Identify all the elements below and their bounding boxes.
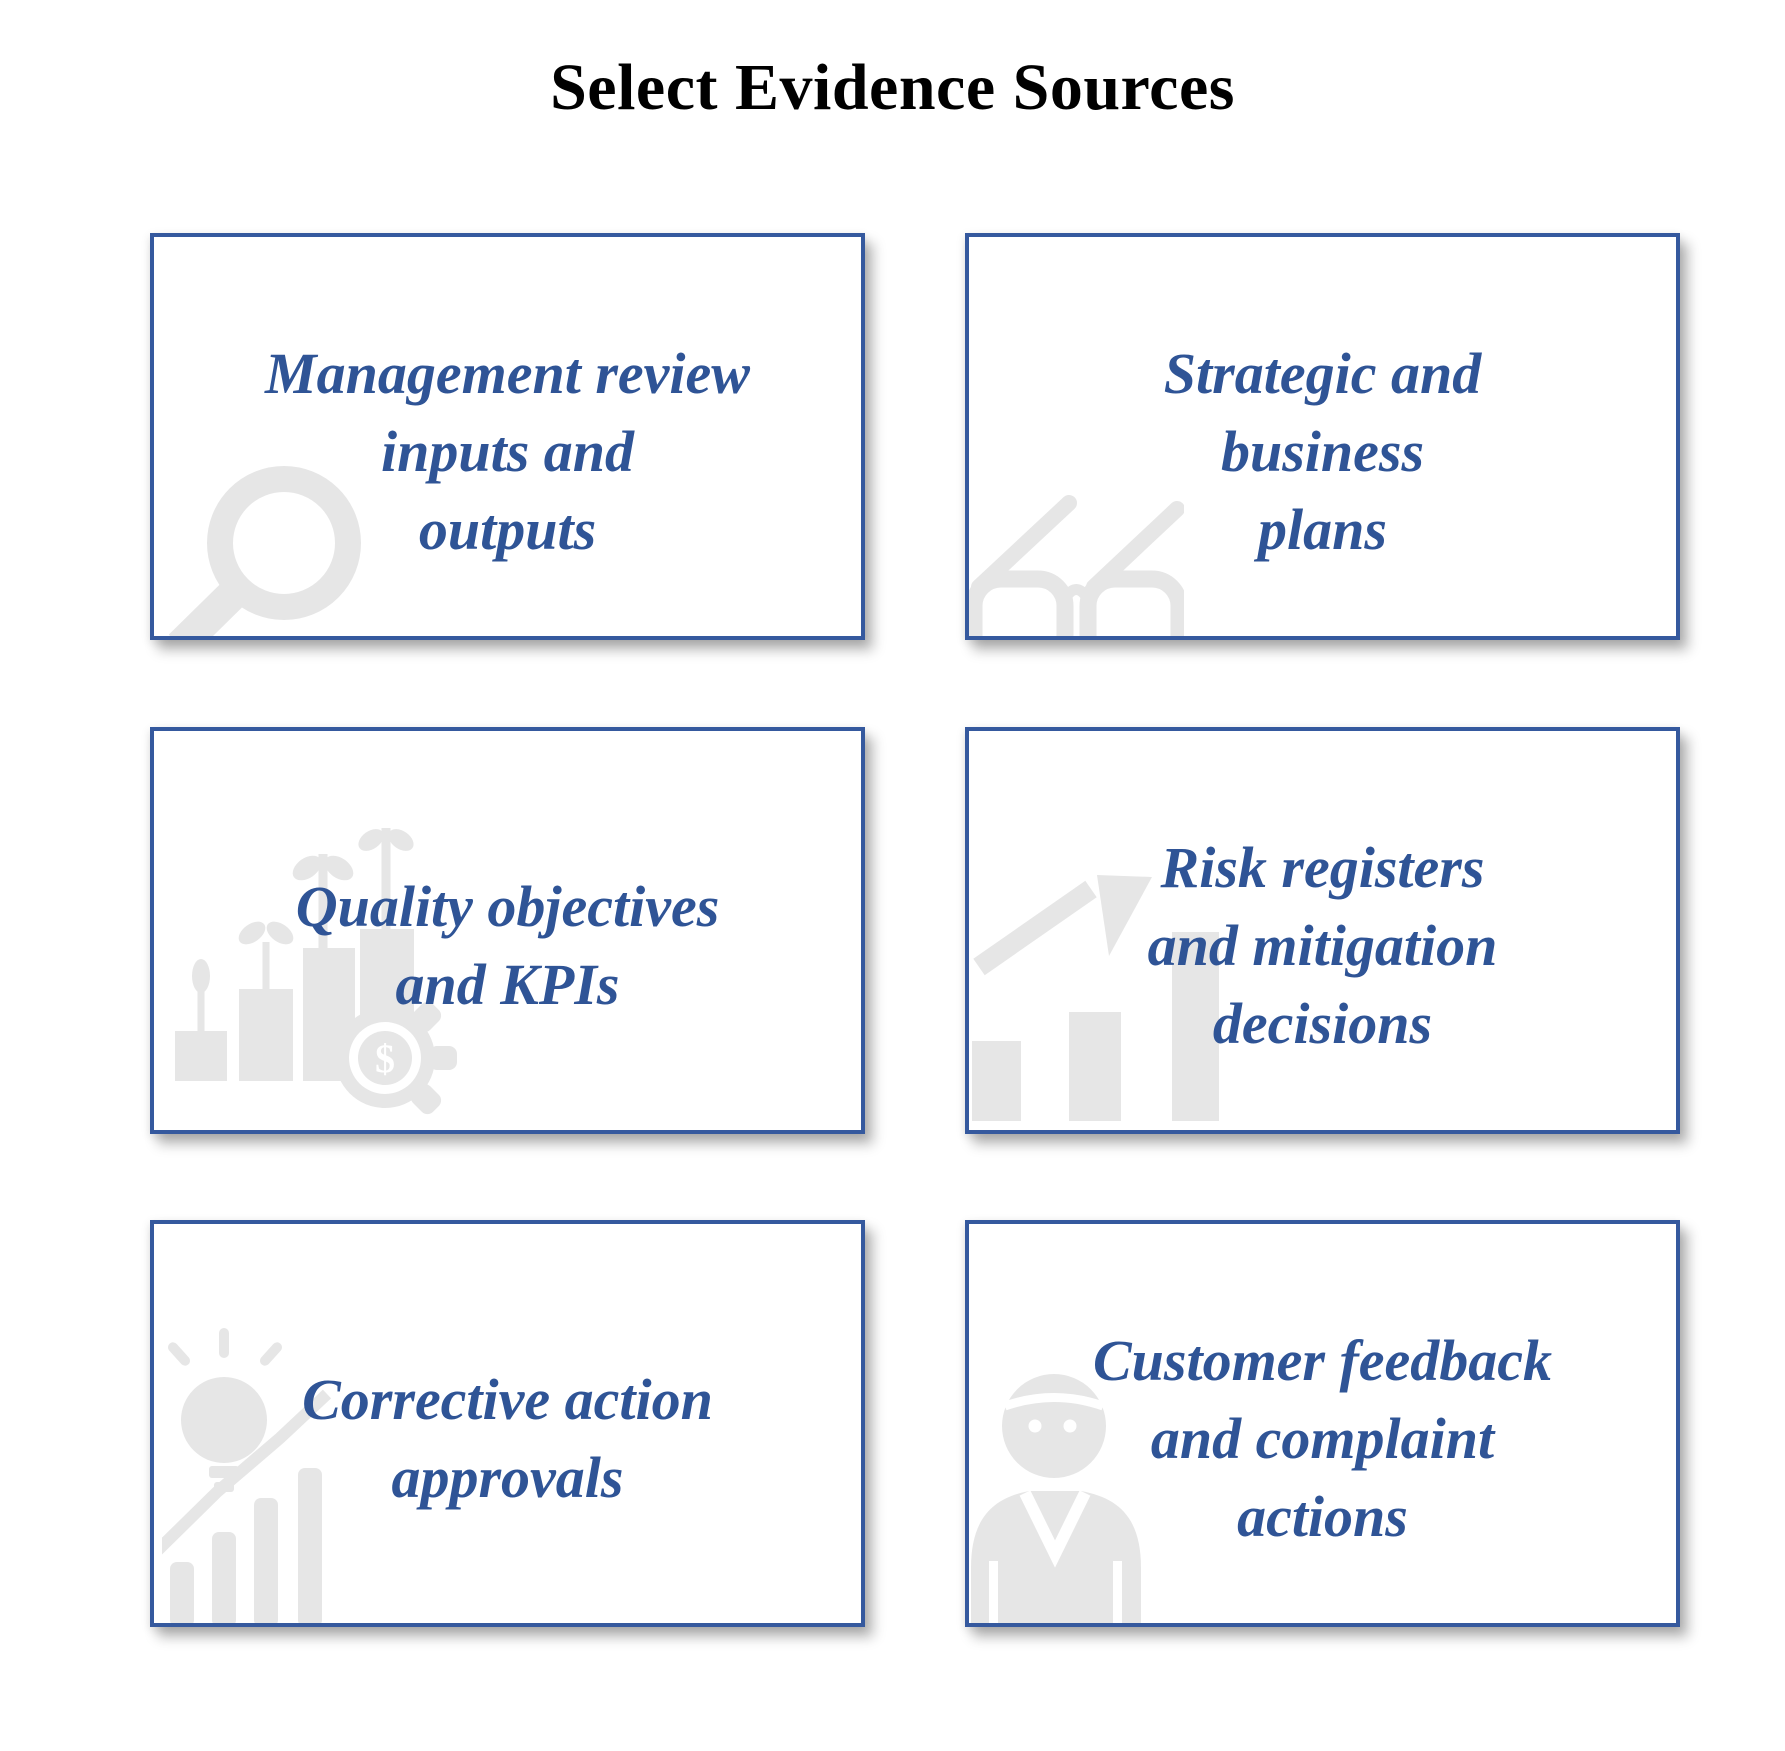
- evidence-box-customer-feedback: Customer feedback and complaint actions: [965, 1220, 1680, 1627]
- evidence-box-management-review: Management review inputs and outputs: [150, 233, 865, 640]
- evidence-box-quality-objectives: $ Quality objectives and KPIs: [150, 727, 865, 1134]
- trend-arrow-icon: [972, 875, 1219, 1121]
- box-label: Risk registers and mitigation decisions: [1147, 834, 1498, 1056]
- evidence-box-corrective-actions: Corrective action approvals: [150, 1220, 865, 1627]
- box-label: Strategic and business plans: [1163, 340, 1482, 562]
- page-title: Select Evidence Sources: [550, 51, 1235, 124]
- evidence-box-risk-registers: Risk registers and mitigation decisions: [965, 727, 1680, 1134]
- idea-bulb-icon: [162, 1328, 332, 1623]
- glasses-icon: [969, 495, 1184, 636]
- growth-gear-icon: $: [175, 828, 457, 1115]
- evidence-box-strategic-plans: Strategic and business plans: [965, 233, 1680, 640]
- svg-text:$: $: [375, 1036, 395, 1081]
- magnifier-icon: [168, 466, 361, 636]
- box-label: Management review inputs and outputs: [265, 340, 750, 562]
- box-label: Customer feedback and complaint actions: [1092, 1327, 1553, 1549]
- support-person-icon: [971, 1374, 1141, 1623]
- box-label: Corrective action approvals: [302, 1366, 713, 1510]
- box-label: Quality objectives and KPIs: [295, 873, 720, 1017]
